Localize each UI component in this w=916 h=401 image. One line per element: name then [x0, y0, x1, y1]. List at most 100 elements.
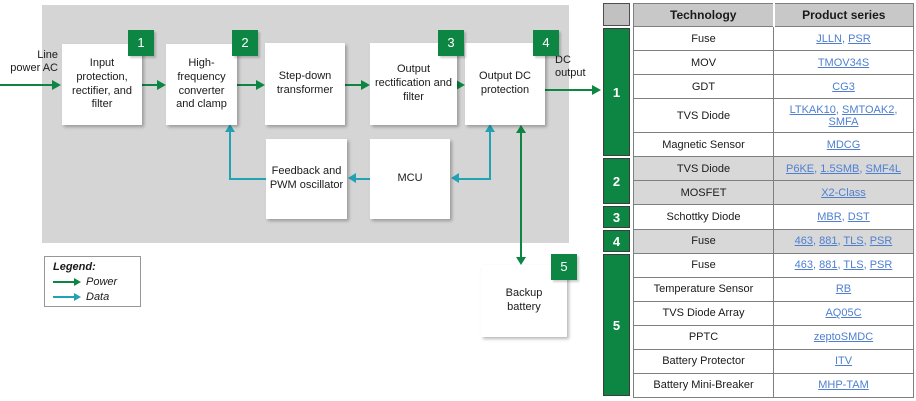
product-link[interactable]: TMOV34S: [817, 56, 870, 69]
product-link[interactable]: TLS: [843, 259, 864, 272]
product-link[interactable]: LTKAK10: [789, 103, 836, 116]
product-series-cell: zeptoSMDC: [773, 324, 914, 350]
group-number-cell: 1: [603, 28, 630, 156]
technology-cell: MOV: [633, 50, 774, 76]
technology-cell: GDT: [633, 74, 774, 100]
product-link[interactable]: MDCG: [826, 138, 861, 151]
badge-2: 2: [232, 30, 258, 56]
block-feedback-pwm: Feedback and PWM oscillator: [266, 139, 347, 219]
product-link[interactable]: PSR: [869, 235, 893, 248]
power-arrowhead-3-4: [361, 80, 370, 90]
product-link[interactable]: 881: [819, 235, 838, 248]
block-output-dc-protection: Output DC protection: [465, 43, 545, 125]
technology-cell: Schottky Diode: [633, 204, 774, 230]
technology-cell: Fuse: [633, 228, 774, 254]
block-hf-converter: High-frequency converter and clamp: [166, 44, 237, 125]
data-arrowhead-to-feedback: [348, 173, 356, 183]
power-arrow-line-2-3: [237, 84, 256, 86]
separator: ,: [859, 162, 866, 175]
technology-cell: Battery Mini-Breaker: [633, 372, 774, 399]
separator: ,: [837, 259, 844, 272]
product-link[interactable]: SMFA: [828, 115, 859, 128]
product-series-cell: P6KE, 1.5SMB, SMF4L: [773, 156, 914, 182]
technology-cell: Battery Protector: [633, 348, 774, 374]
power-arrowhead-dc-output: [592, 85, 601, 95]
product-link[interactable]: X2-Class: [821, 186, 866, 199]
product-link[interactable]: JLLN: [816, 32, 842, 45]
legend-item-data: Data: [53, 289, 132, 304]
separator: ,: [863, 259, 870, 272]
product-link[interactable]: 463: [794, 259, 813, 272]
product-series-header: Product series: [772, 3, 914, 27]
block-mcu: MCU: [370, 139, 450, 219]
product-link[interactable]: 1.5SMB: [820, 162, 860, 175]
product-series-cell: ITV: [773, 348, 914, 374]
product-link[interactable]: ITV: [834, 355, 853, 368]
dc-output-label: DC output: [555, 54, 586, 80]
data-arrow-line-protection-vert: [489, 132, 491, 180]
technology-cell: MOSFET: [633, 180, 774, 206]
product-series-cell: AQ05C: [773, 300, 914, 326]
product-series-cell: LTKAK10, SMTOAK2, SMFA: [773, 98, 914, 134]
product-series-cell: MDCG: [773, 132, 914, 158]
product-series-cell: CG3: [773, 74, 914, 100]
badge-1: 1: [128, 30, 154, 56]
product-link[interactable]: DST: [847, 210, 870, 223]
technology-cell: Temperature Sensor: [633, 276, 774, 302]
power-arrow-line-ac-input: [0, 84, 52, 86]
power-arrow-line-1-2: [142, 84, 157, 86]
product-series-cell: JLLN, PSR: [773, 25, 914, 52]
power-arrowhead-1-2: [157, 80, 166, 90]
table-row: Battery Mini-Breaker MHP-TAM: [633, 372, 914, 399]
product-link[interactable]: MBR: [817, 210, 842, 223]
power-arrow-line-battery: [520, 133, 522, 257]
separator: ,: [814, 162, 821, 175]
technology-cell: Fuse: [633, 252, 774, 278]
product-link[interactable]: SMTOAK2: [841, 103, 895, 116]
product-series-cell: X2-Class: [773, 180, 914, 206]
group-number-cell: 2: [603, 158, 630, 204]
block-input-protection: Input protection, rectifier, and filter: [62, 44, 142, 125]
product-link[interactable]: AQ05C: [825, 307, 862, 320]
separator: ,: [841, 32, 849, 45]
product-series-cell: 463, 881, TLS, PSR: [773, 228, 914, 254]
product-link[interactable]: RB: [835, 283, 852, 296]
badge-3: 3: [438, 30, 464, 56]
block-output-rectification: Output rectification and filter: [370, 43, 457, 125]
legend-power-label: Power: [86, 275, 118, 288]
technology-cell: TVS Diode Array: [633, 300, 774, 326]
product-link[interactable]: PSR: [848, 32, 871, 45]
separator: ,: [837, 235, 844, 248]
product-link[interactable]: CG3: [832, 80, 855, 93]
legend-box: Legend: Power Data: [44, 256, 141, 307]
power-arrow-line-3-4: [345, 84, 361, 86]
product-link[interactable]: 881: [819, 259, 838, 272]
product-link[interactable]: TLS: [843, 235, 864, 248]
product-link[interactable]: zeptoSMDC: [813, 331, 874, 344]
product-link[interactable]: MHP-TAM: [818, 379, 869, 392]
product-link[interactable]: 463: [794, 235, 813, 248]
product-link[interactable]: P6KE: [786, 162, 815, 175]
data-arrowhead-to-mcu: [451, 173, 459, 183]
separator: ,: [894, 103, 898, 116]
product-link[interactable]: SMF4L: [865, 162, 901, 175]
badge-4: 4: [533, 30, 559, 56]
product-link[interactable]: PSR: [869, 259, 893, 272]
table-row: GDT CG3: [633, 74, 914, 100]
group-number-cell: 3: [603, 206, 630, 228]
separator: ,: [835, 103, 842, 116]
product-series-cell: TMOV34S: [773, 50, 914, 76]
data-arrow-icon: [53, 292, 81, 301]
legend-item-power: Power: [53, 274, 132, 289]
